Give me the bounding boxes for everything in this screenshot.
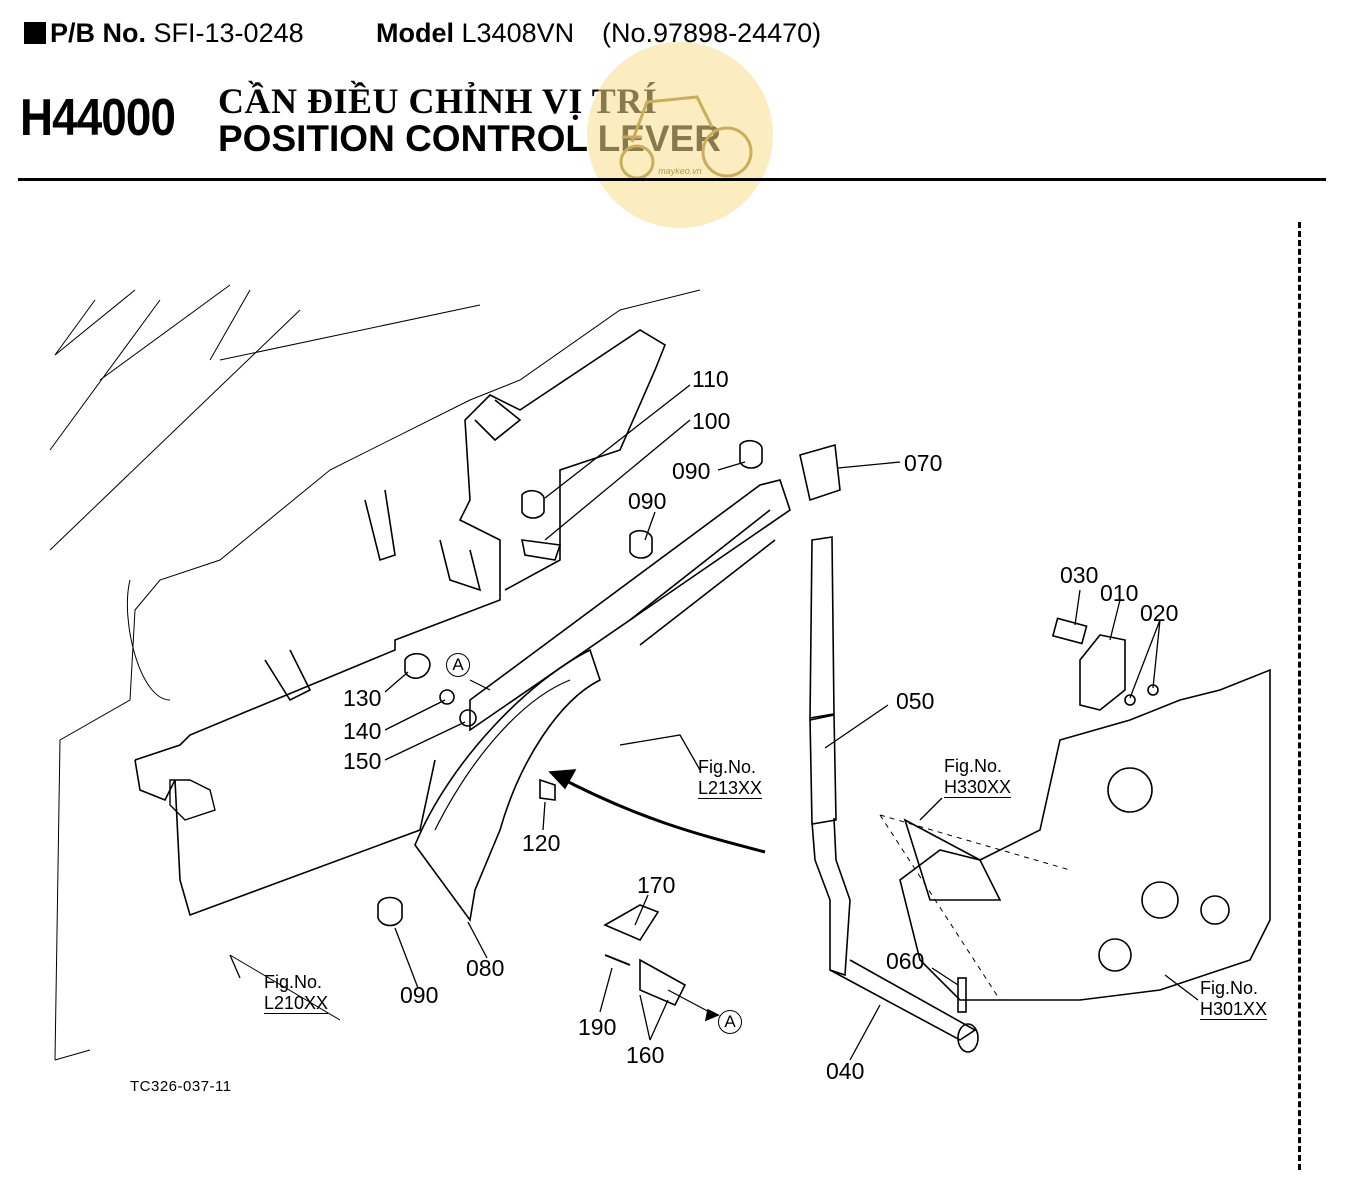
clip-170: [603, 904, 660, 942]
part-label-130: 130: [343, 685, 382, 711]
part-label-190: 190: [578, 1014, 617, 1040]
guide-plate: [469, 479, 791, 732]
background-panel: [49, 284, 481, 551]
section-code: H44000: [20, 89, 176, 147]
part-label-090-top: 090: [672, 458, 711, 484]
part-label-140: 140: [343, 718, 382, 744]
model: Model L3408VN: [376, 18, 575, 48]
part-label-080: 080: [466, 955, 505, 981]
watermark-text: maykeo.vn: [658, 166, 702, 176]
watermark-stamp: maykeo.vn: [587, 42, 773, 228]
part-label-110: 110: [692, 366, 729, 392]
fig-ref-h330[interactable]: Fig.No. H330XX: [944, 756, 1012, 798]
fig-ref-l213[interactable]: Fig.No. L213XX: [698, 757, 763, 799]
background-fender: [54, 289, 701, 1061]
callout-a-bottom: A: [718, 1010, 742, 1034]
part-label-120: 120: [522, 830, 561, 856]
header-rule: [18, 178, 1326, 181]
part-label-150: 150: [343, 748, 382, 774]
part-label-020: 020: [1140, 600, 1179, 626]
bracket-160: [639, 958, 687, 1007]
part-label-090-bottom: 090: [400, 982, 439, 1008]
part-label-060: 060: [886, 948, 925, 974]
section-title-vn: CẦN ĐIỀU CHỈNH VỊ TRÍ: [218, 81, 658, 121]
model-number: (No.97898-24470): [602, 18, 822, 48]
hydraulic-housing: [899, 668, 1271, 1001]
drawing-id: TC326-037-11: [130, 1078, 232, 1095]
part-label-090-mid: 090: [628, 488, 667, 514]
pb-number: P/B No. SFI-13-0248: [24, 18, 304, 49]
part-label-100: 100: [692, 408, 731, 434]
pin-060: [957, 977, 967, 1013]
cover-plate: [1079, 634, 1126, 711]
part-label-160: 160: [626, 1042, 665, 1068]
knob-130: [404, 652, 431, 679]
part-label-040: 040: [826, 1058, 865, 1084]
lever-rod: [809, 536, 837, 825]
bolt-090-bottom: [377, 896, 403, 927]
lever-arm: [811, 817, 851, 977]
callout-a-top: A: [446, 653, 470, 677]
black-square-icon: [24, 22, 46, 44]
part-label-050: 050: [896, 688, 935, 714]
lever-shaft: [829, 959, 977, 1041]
part-label-030: 030: [1060, 562, 1099, 588]
fig-ref-l210[interactable]: Fig.No. L210XX: [264, 972, 329, 1014]
part-label-170: 170: [637, 872, 676, 898]
mounting-frame: [134, 329, 666, 761]
curved-arrow: [554, 773, 766, 854]
page-border-dashed: [1298, 222, 1301, 1170]
lever-knob: [799, 443, 841, 502]
fig-ref-h301[interactable]: Fig.No. H301XX: [1200, 978, 1268, 1020]
part-label-070: 070: [904, 450, 943, 476]
tractor-logo-icon: [619, 95, 753, 180]
part-label-010: 010: [1100, 580, 1139, 606]
quadrant-plate: [414, 648, 601, 923]
